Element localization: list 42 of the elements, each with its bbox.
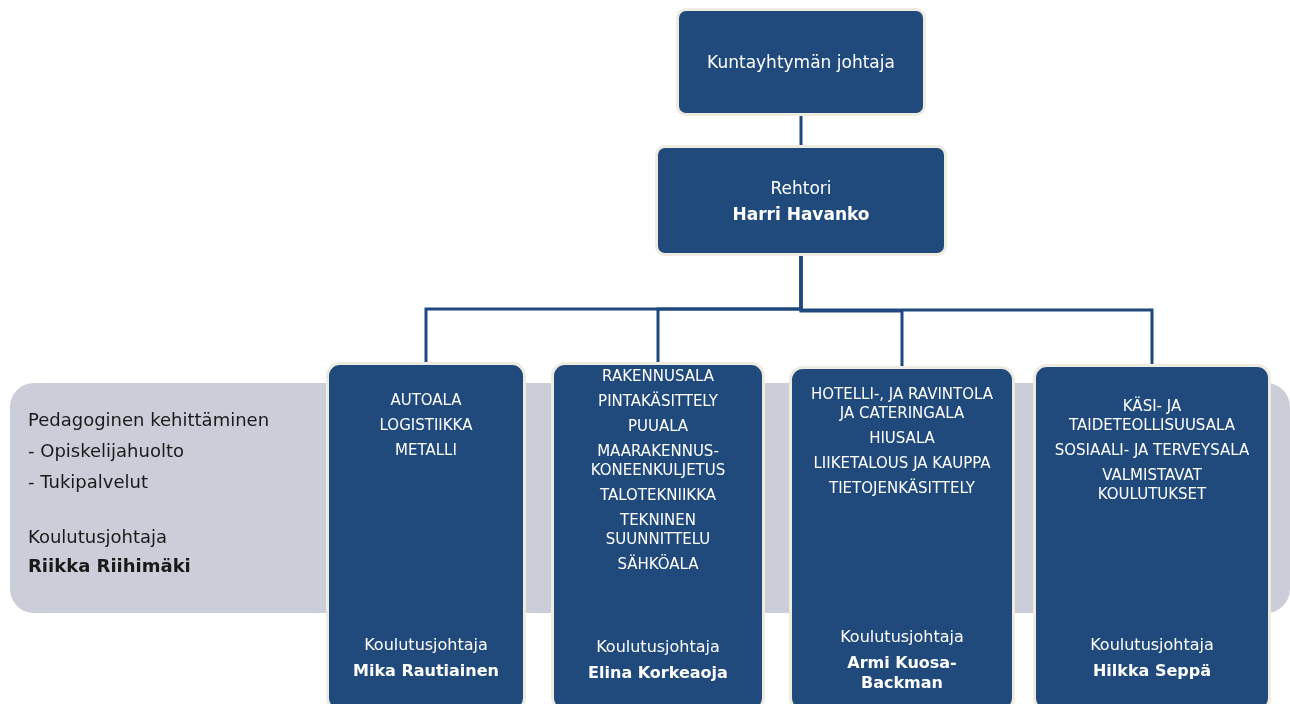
role-title: Koulutusjohtaja	[364, 635, 488, 655]
field-name: PUUALA	[627, 417, 689, 436]
role-box	[676, 8, 926, 116]
field-name: HOTELLI-, JA RAVINTOLA JA CATERINGALA	[810, 385, 994, 423]
field-name: VALMISTAVAT KOULUTUKSET	[1096, 466, 1208, 504]
role-title: Koulutusjohtaja	[840, 627, 964, 647]
person-name: Riikka Riihimäki	[28, 554, 192, 578]
field-name: AUTOALA	[390, 391, 462, 410]
field-name: TALOTEKNIIKKA	[599, 486, 717, 505]
person-name: Hilkka Seppä	[1092, 661, 1212, 681]
field-name: LIIKETALOUS JA KAUPPA	[813, 454, 991, 473]
role-box	[655, 145, 947, 256]
role-title: Kuntayhtymän johtaja	[707, 51, 895, 73]
field-name: SOSIAALI- JA TERVEYSALA	[1054, 441, 1250, 460]
field-name: SÄHKÖALA	[617, 555, 699, 574]
field-name: LOGISTIIKKA	[379, 416, 473, 435]
field-name: HIUSALA	[869, 429, 935, 448]
role-title: Rehtori	[770, 176, 832, 199]
role-title: Koulutusjohtaja	[596, 637, 720, 657]
field-name: TIETOJENKÄSITTELY	[829, 479, 975, 498]
field-name: MAARAKENNUS- KONEENKULJETUS	[589, 442, 727, 480]
role-title: Koulutusjohtaja	[1090, 635, 1214, 655]
person-name: Armi Kuosa- Backman	[846, 653, 958, 693]
department-box	[326, 362, 526, 704]
field-name: METALLI	[395, 441, 457, 460]
person-name: Elina Korkeaoja	[588, 663, 728, 683]
field-name: TEKNINEN SUUNNITTELU	[604, 511, 712, 549]
department-box	[551, 362, 765, 704]
field-name: KÄSI- JA TAIDETEOLLISUUSALA	[1068, 397, 1236, 435]
field-name: PINTAKÄSITTELY	[598, 392, 718, 411]
field-name: RAKENNUSALA	[602, 367, 714, 386]
department-box	[1033, 364, 1271, 704]
role-title: Koulutusjohtaja	[28, 525, 169, 549]
connector-line	[799, 256, 1154, 364]
band-text: - Opiskelijahuolto	[28, 439, 185, 463]
band-text: Pedagoginen kehittäminen	[28, 408, 271, 432]
person-name: Mika Rautiainen	[353, 661, 499, 681]
department-band	[10, 383, 328, 613]
department-box	[789, 366, 1015, 704]
band-text: - Tukipalvelut	[28, 470, 149, 494]
person-name: Harri Havanko	[732, 202, 870, 225]
connector-line	[799, 116, 803, 145]
